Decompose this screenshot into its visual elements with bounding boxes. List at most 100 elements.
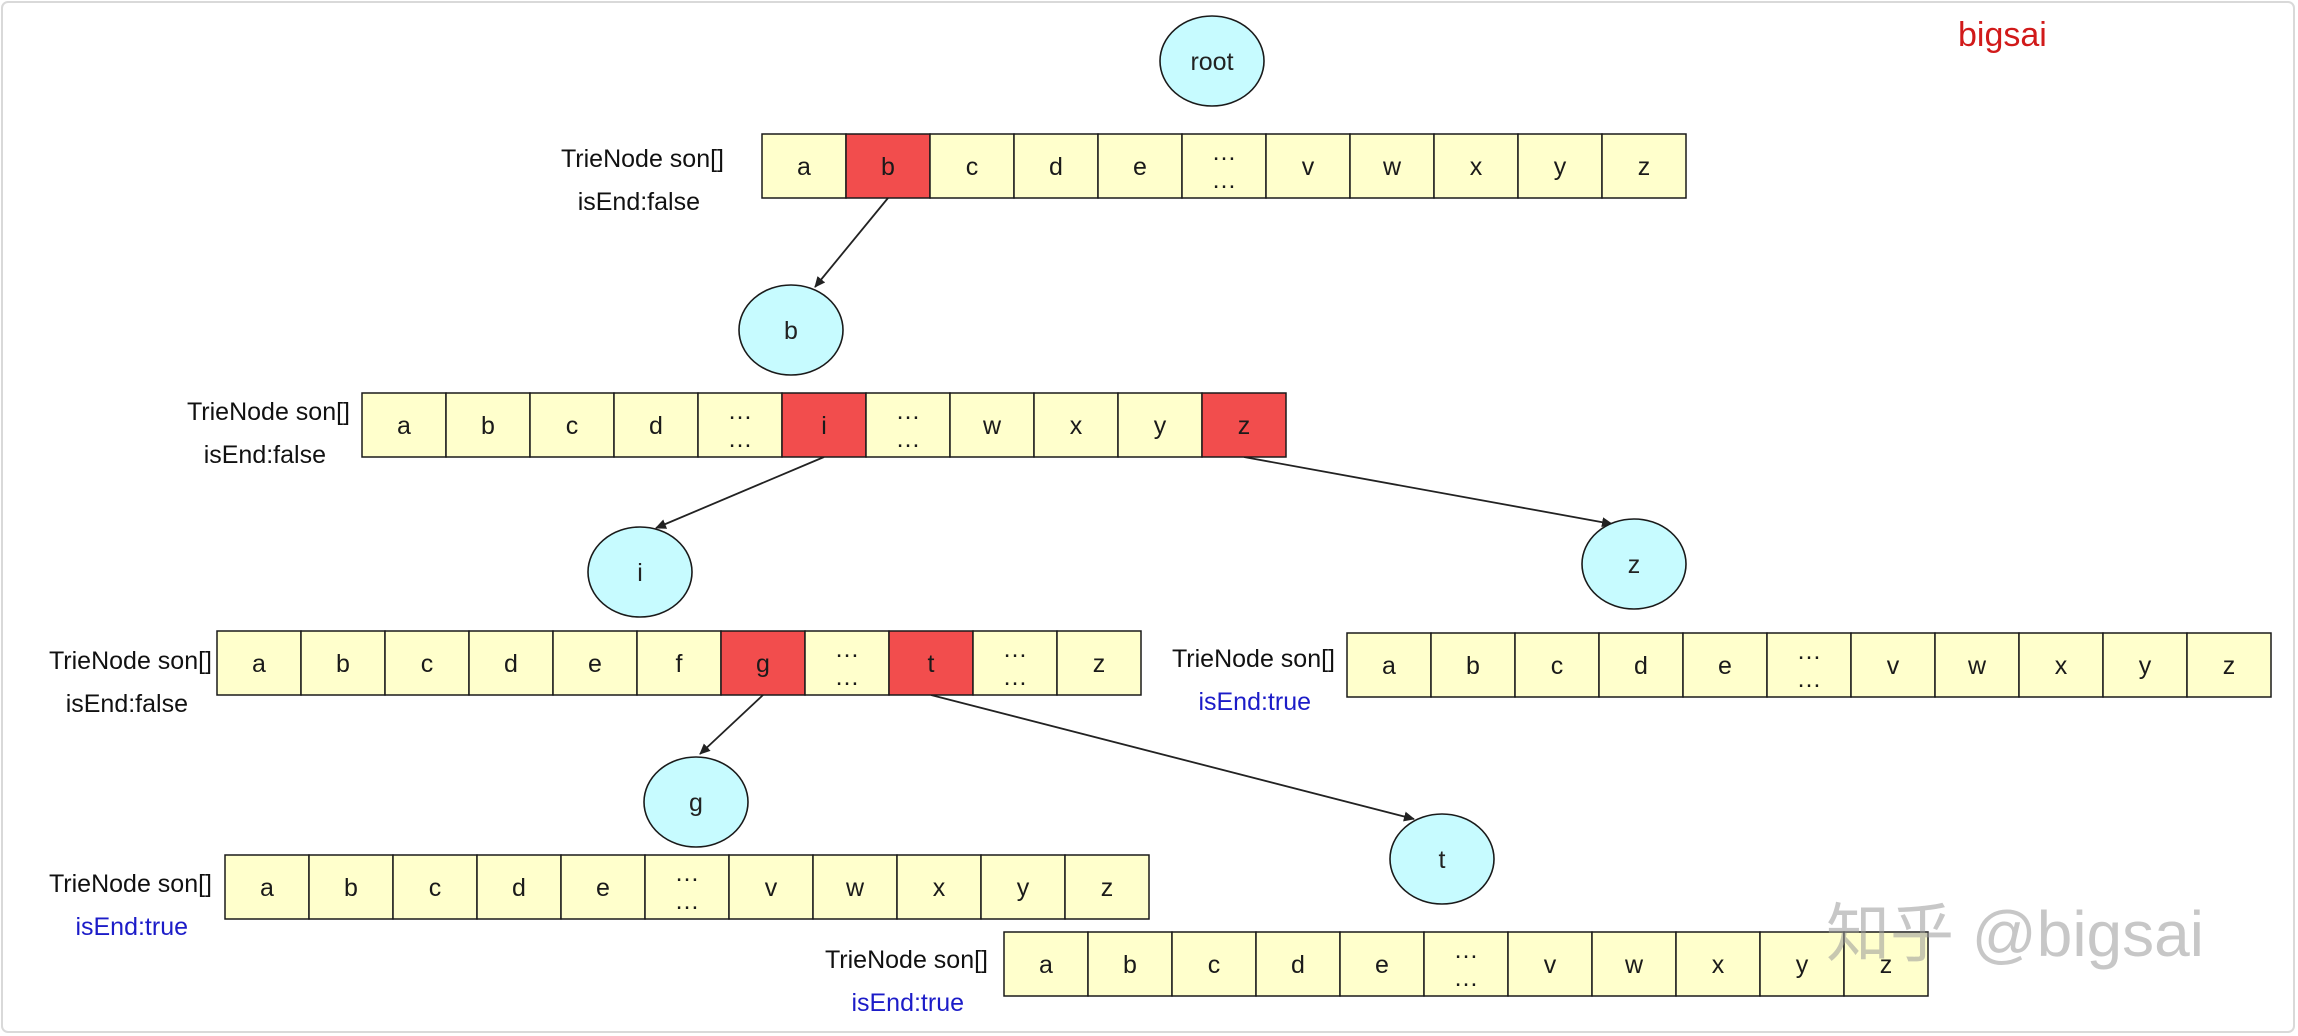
array-cell-label: e: [1375, 951, 1389, 979]
trie-node-label: b: [784, 317, 798, 345]
array-cell: [384, 630, 470, 696]
array-cell: [1759, 931, 1845, 997]
trie-node-circle: [738, 284, 844, 376]
array-cell: [896, 854, 982, 920]
array-cell: [1850, 632, 1936, 698]
array-cell-label: a: [797, 153, 811, 181]
array-cell-label: w: [1967, 652, 1987, 680]
array-cell: [1097, 133, 1183, 199]
array-cell-label-line2: …: [1454, 964, 1479, 992]
is-end-label: isEnd:false: [66, 690, 188, 718]
array-cell-label-line2: …: [835, 663, 860, 691]
array-cell-label: x: [1470, 153, 1483, 181]
array-cell-label: w: [845, 874, 865, 902]
brand-label: bigsai: [1958, 16, 2047, 54]
array-cell-label: f: [676, 650, 683, 678]
array-cell-label: b: [344, 874, 358, 902]
array-cell: [1598, 632, 1684, 698]
array-cell: [1349, 133, 1435, 199]
array-cell: [804, 630, 890, 696]
highlighted-array-cell: [720, 630, 806, 696]
array-cell-label: e: [1718, 652, 1732, 680]
array-cell: [1682, 632, 1768, 698]
array-cell: [980, 854, 1066, 920]
array-cell: [949, 392, 1035, 458]
highlighted-array-cell: [888, 630, 974, 696]
array-cell-label: …: [675, 859, 700, 887]
array-cell-label: e: [1133, 153, 1147, 181]
is-end-label: isEnd:false: [204, 441, 326, 469]
trie-node-root: root: [1159, 15, 1265, 107]
array-cell: [1265, 133, 1351, 199]
array-cell: [761, 133, 847, 199]
array-cell-label: e: [588, 650, 602, 678]
array-cell-label: w: [982, 412, 1002, 440]
array-cell-label-line2: …: [896, 425, 921, 453]
array-cell: [1056, 630, 1142, 696]
array-cell: [972, 630, 1058, 696]
array-cell: [1591, 931, 1677, 997]
array-cell-label: …: [1797, 637, 1822, 665]
array-cell-label: a: [252, 650, 266, 678]
array-cell: [929, 133, 1015, 199]
array-cell: [560, 854, 646, 920]
highlighted-array-cell: [845, 133, 931, 199]
array-cell: [1064, 854, 1150, 920]
trienode-son-label: TrieNode son[]: [49, 870, 212, 898]
edge-to-node-t: [930, 694, 1415, 822]
array-cell-label: c: [1551, 652, 1564, 680]
trie-node-circle: [587, 526, 693, 618]
array-cell-label: …: [1212, 138, 1237, 166]
array-cell-label-line2: …: [675, 887, 700, 915]
array-cell: [392, 854, 478, 920]
array-cell-label: …: [835, 635, 860, 663]
array-cell: [1087, 931, 1173, 997]
array-cell-label: …: [1003, 635, 1028, 663]
array-cell-label: v: [765, 874, 778, 902]
array-cell: [1255, 931, 1341, 997]
array-cell: [1934, 632, 2020, 698]
array-cell: [812, 854, 898, 920]
array-cell: [216, 630, 302, 696]
array-cell-label: …: [896, 397, 921, 425]
is-end-label: isEnd:false: [578, 188, 700, 216]
array-cell-label: c: [566, 412, 579, 440]
trie-node-z: z: [1581, 518, 1687, 610]
array-cell-label: a: [260, 874, 274, 902]
array-cell-label-line2: …: [1003, 663, 1028, 691]
trienode-son-label: TrieNode son[]: [187, 398, 350, 426]
array-cell-label: b: [881, 153, 895, 181]
array-cell-label: a: [397, 412, 411, 440]
trienode-son-label: TrieNode son[]: [825, 946, 988, 974]
array-cell: [1601, 133, 1687, 199]
array-cell-label: z: [1101, 874, 1114, 902]
highlighted-array-cell: [1201, 392, 1287, 458]
trie-node-circle: [643, 756, 749, 848]
trienode-son-label: TrieNode son[]: [1172, 645, 1335, 673]
array-cell-label: v: [1302, 153, 1315, 181]
is-end-label: isEnd:true: [75, 913, 188, 941]
trienode-son-label: TrieNode son[]: [561, 145, 724, 173]
array-cell-label: x: [933, 874, 946, 902]
array-cell-label: c: [429, 874, 442, 902]
trie-node-circle: [1581, 518, 1687, 610]
array-cell: [1433, 133, 1519, 199]
array-cell-label: d: [512, 874, 526, 902]
array-cell-label: z: [1093, 650, 1106, 678]
array-cell-label: y: [1017, 874, 1030, 902]
array-cell-label: z: [1638, 153, 1651, 181]
array-cell-label: d: [649, 412, 663, 440]
array-cell-label: b: [336, 650, 350, 678]
array-cell: [1339, 931, 1425, 997]
array-cell-label: w: [1382, 153, 1402, 181]
array-cell-label: x: [1712, 951, 1725, 979]
array-cell-label: x: [2055, 652, 2068, 680]
array-cell: [697, 392, 783, 458]
array-cell-label: …: [1454, 936, 1479, 964]
edge-to-node-z: [1243, 456, 1613, 528]
array-cell: [2102, 632, 2188, 698]
array-cell-label: c: [966, 153, 979, 181]
array-cell: [1675, 931, 1761, 997]
array-cell-label: a: [1382, 652, 1396, 680]
